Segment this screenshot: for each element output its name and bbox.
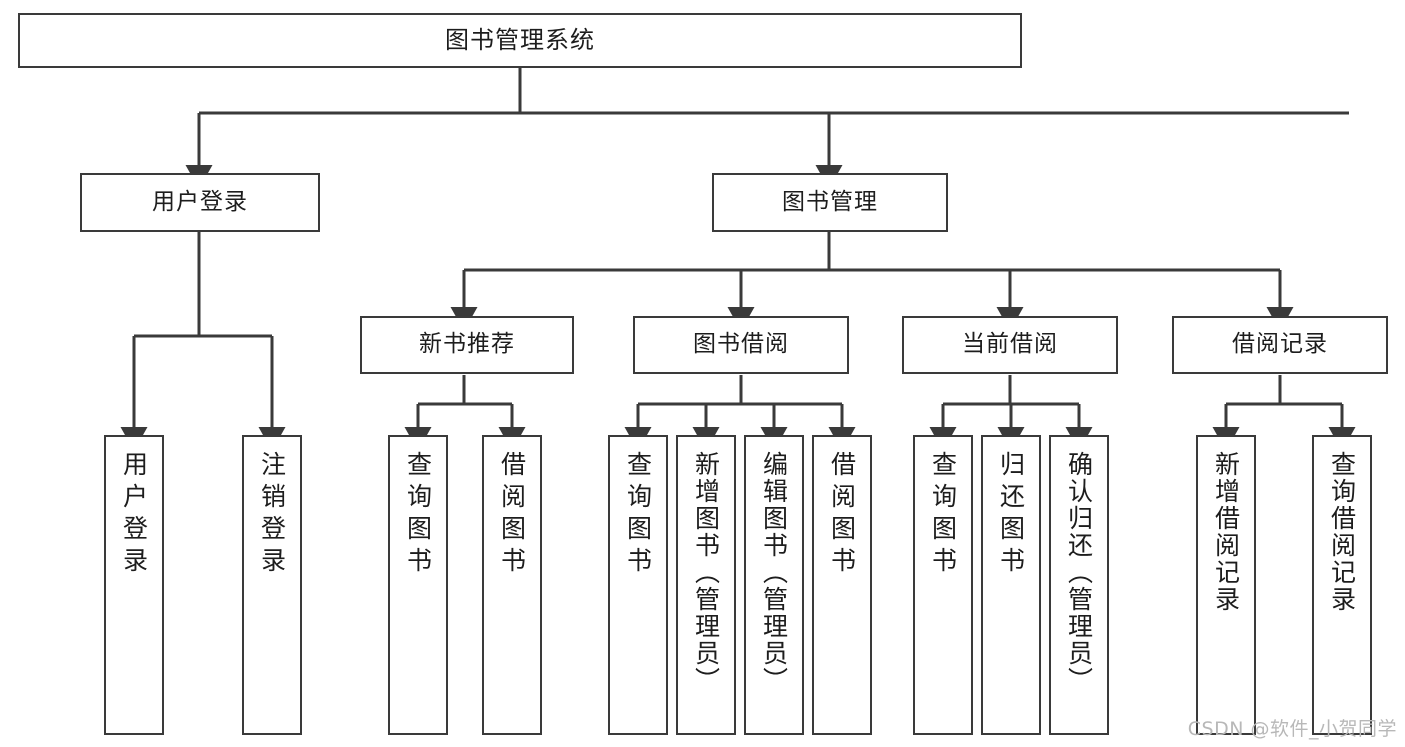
node-label: 查询借阅记录 [1327, 451, 1357, 613]
leaf-query-book-1[interactable]: 查询图书 [388, 435, 448, 735]
node-label: 图书借阅 [693, 331, 789, 358]
leaf-query-book-2[interactable]: 查询图书 [608, 435, 668, 735]
node-label: 注销登录 [257, 451, 287, 579]
csdn-watermark: CSDN @软件_小贺同学 [1187, 718, 1397, 740]
leaf-edit-book[interactable]: 编辑图书（管理员） [744, 435, 804, 735]
node-label: 新增借阅记录 [1211, 451, 1241, 613]
node-label: 归还图书 [996, 451, 1026, 579]
node-label: 新书推荐 [419, 331, 515, 358]
node-label: 查询图书 [928, 451, 958, 579]
leaf-borrow-book-2[interactable]: 借阅图书 [812, 435, 872, 735]
node-current-borrow[interactable]: 当前借阅 [902, 316, 1118, 374]
node-borrow-record[interactable]: 借阅记录 [1172, 316, 1388, 374]
node-label: 编辑图书（管理员） [759, 451, 789, 694]
node-label: 查询图书 [403, 451, 433, 579]
node-label: 确认归还（管理员） [1064, 451, 1094, 694]
leaf-query-book-3[interactable]: 查询图书 [913, 435, 973, 735]
leaf-logout[interactable]: 注销登录 [242, 435, 302, 735]
node-label: 用户登录 [119, 451, 149, 579]
node-label: 借阅图书 [497, 451, 527, 579]
leaf-return-book[interactable]: 归还图书 [981, 435, 1041, 735]
node-label: 新增图书（管理员） [691, 451, 721, 694]
node-label: 查询图书 [623, 451, 653, 579]
leaf-add-record[interactable]: 新增借阅记录 [1196, 435, 1256, 735]
node-root-book-management-system[interactable]: 图书管理系统 [18, 13, 1022, 68]
node-label: 用户登录 [152, 188, 248, 215]
node-new-book-recommend[interactable]: 新书推荐 [360, 316, 574, 374]
node-label: 图书管理 [782, 188, 878, 215]
leaf-query-record[interactable]: 查询借阅记录 [1312, 435, 1372, 735]
node-book-manage[interactable]: 图书管理 [712, 173, 948, 232]
node-label: 借阅记录 [1232, 331, 1328, 358]
leaf-add-book[interactable]: 新增图书（管理员） [676, 435, 736, 735]
leaf-user-login[interactable]: 用户登录 [104, 435, 164, 735]
node-label: 借阅图书 [827, 451, 857, 579]
leaf-confirm-return[interactable]: 确认归还（管理员） [1049, 435, 1109, 735]
node-book-borrow[interactable]: 图书借阅 [633, 316, 849, 374]
node-label: 当前借阅 [962, 331, 1058, 358]
leaf-borrow-book-1[interactable]: 借阅图书 [482, 435, 542, 735]
node-label: 图书管理系统 [445, 26, 595, 55]
node-user-login[interactable]: 用户登录 [80, 173, 320, 232]
